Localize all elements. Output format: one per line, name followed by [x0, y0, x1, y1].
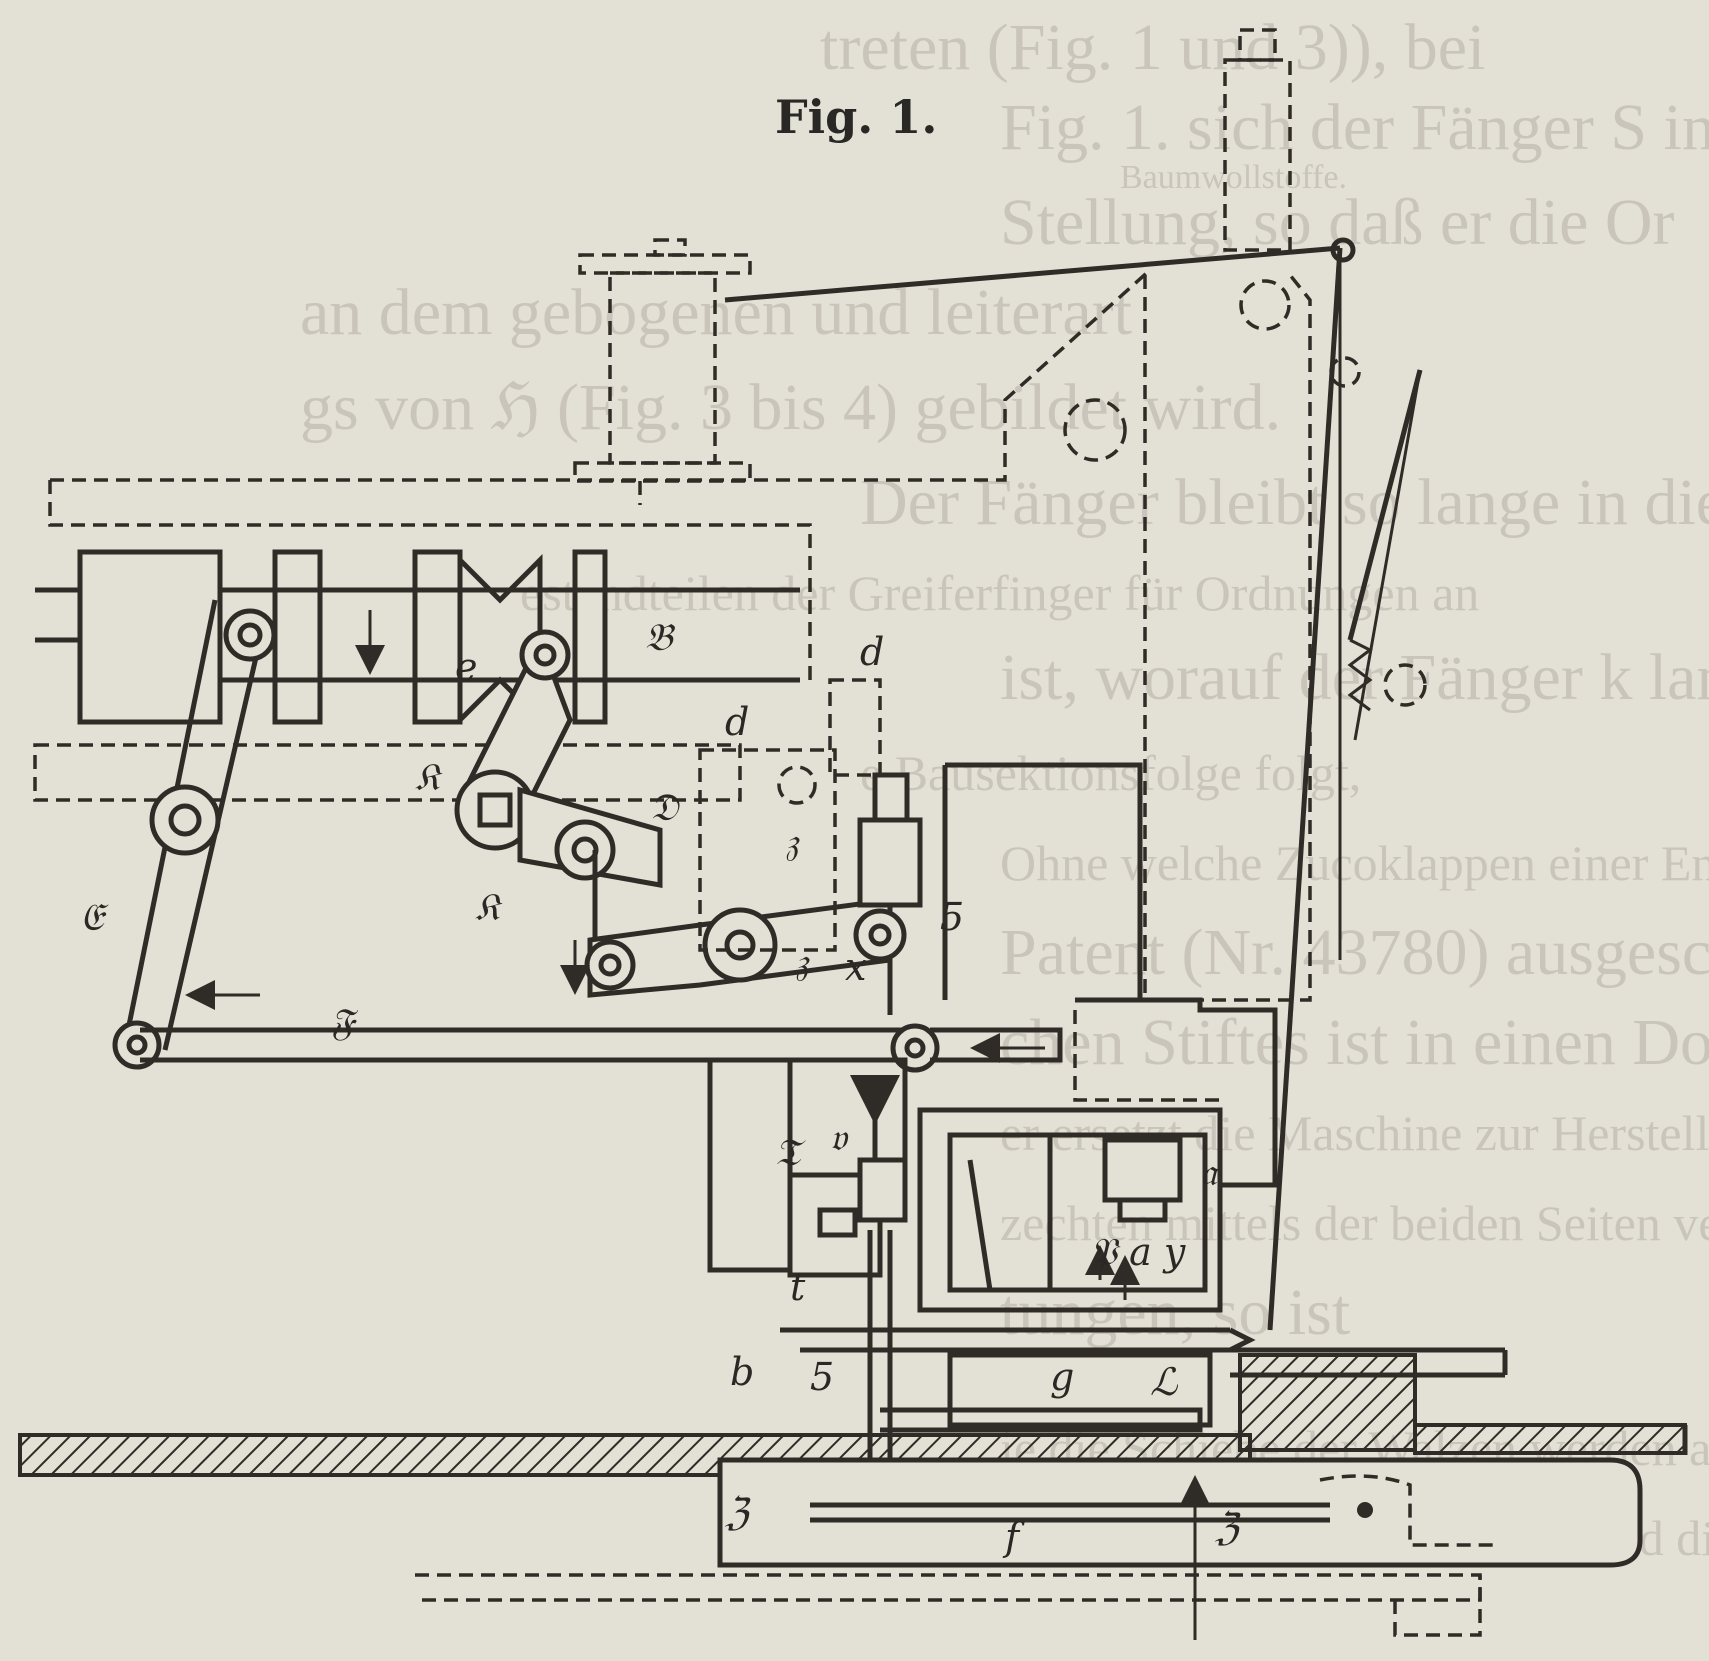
label-z-slider: ℨ — [1215, 1505, 1241, 1549]
background-text-line: Baumwollstoffe. — [1120, 159, 1347, 196]
label-pay: 𝔓 a y — [1090, 1230, 1186, 1274]
label-b-lower: b — [730, 1350, 754, 1394]
shaft-b — [35, 549, 800, 727]
label-z-upper: 𝔷 — [785, 820, 800, 864]
label-t-housing: 𝔗 — [775, 1130, 806, 1174]
lower-dashed-bar — [33, 743, 742, 802]
diagram-labels: 𝔅 e 𝔈 𝔎 𝔎 𝔇 d d 𝔷 𝔷 ℨ ℨ 𝔉 5 5 x 𝔞 𝔓 a y … — [80, 615, 1241, 1559]
background-text-line: Ohne welche Zucoklappen einer Enk — [1000, 835, 1709, 891]
background-text-line: chen Stiftes ist in einen Doppelbügel — [1000, 1006, 1709, 1079]
label-d-lever: 𝔇 — [650, 785, 681, 829]
label-g: g — [1050, 1355, 1074, 1399]
label-x: x — [845, 945, 866, 989]
background-text-line: Der Fänger bleibt so lange in dieser Ste… — [860, 466, 1709, 539]
background-text-line: Patent (Nr. 43780) ausgeschlossen ist — [1000, 916, 1709, 989]
label-a: 𝔞 — [1200, 1150, 1219, 1194]
label-t: t — [790, 1265, 806, 1309]
upright-arm — [724, 237, 1423, 1331]
label-5-lower: 5 — [810, 1355, 834, 1399]
label-z-base: ℨ — [725, 1490, 751, 1534]
figure-title: Fig. 1. — [775, 90, 938, 144]
vertical-column-dashed — [1063, 28, 1427, 1002]
label-b: 𝔅 — [645, 615, 676, 659]
label-v: 𝔳 — [830, 1115, 849, 1159]
label-k-upper: 𝔎 — [415, 755, 443, 799]
label-z-middle: 𝔷 — [795, 940, 810, 984]
left-housing — [707, 1057, 908, 1278]
background-text-line: Fig. 1. sich der Fänger S in höch — [1000, 91, 1709, 164]
frame-body — [917, 762, 1278, 1313]
needle-assembly — [780, 1230, 1256, 1460]
upper-frame-dashed — [48, 238, 1152, 680]
base-slider — [415, 1457, 1643, 1640]
plunger-z — [857, 772, 923, 1015]
background-text-line: gs von ℌ (Fig. 3 bis 4) gebildet wird. — [300, 371, 1282, 444]
label-d-upper: d — [860, 630, 884, 674]
label-5-upper: 5 — [940, 895, 964, 939]
background-text-line: treten (Fig. 1 und 3)), bei — [820, 11, 1486, 84]
label-e-lever: 𝔈 — [80, 895, 109, 939]
base-plate — [18, 1347, 1688, 1477]
background-text-line: ist, worauf der Fänger k langsam g — [1000, 641, 1709, 714]
lever-e — [112, 599, 277, 1070]
label-l: ℒ — [1150, 1360, 1179, 1404]
label-e: e — [455, 645, 478, 689]
label-d-lower: d — [725, 700, 749, 744]
block-d-dashed — [698, 678, 882, 952]
lever-k — [454, 629, 663, 888]
rod-f — [140, 1023, 1063, 1073]
label-k-lower: 𝔎 — [475, 885, 503, 929]
label-f: 𝔉 — [330, 1000, 359, 1044]
